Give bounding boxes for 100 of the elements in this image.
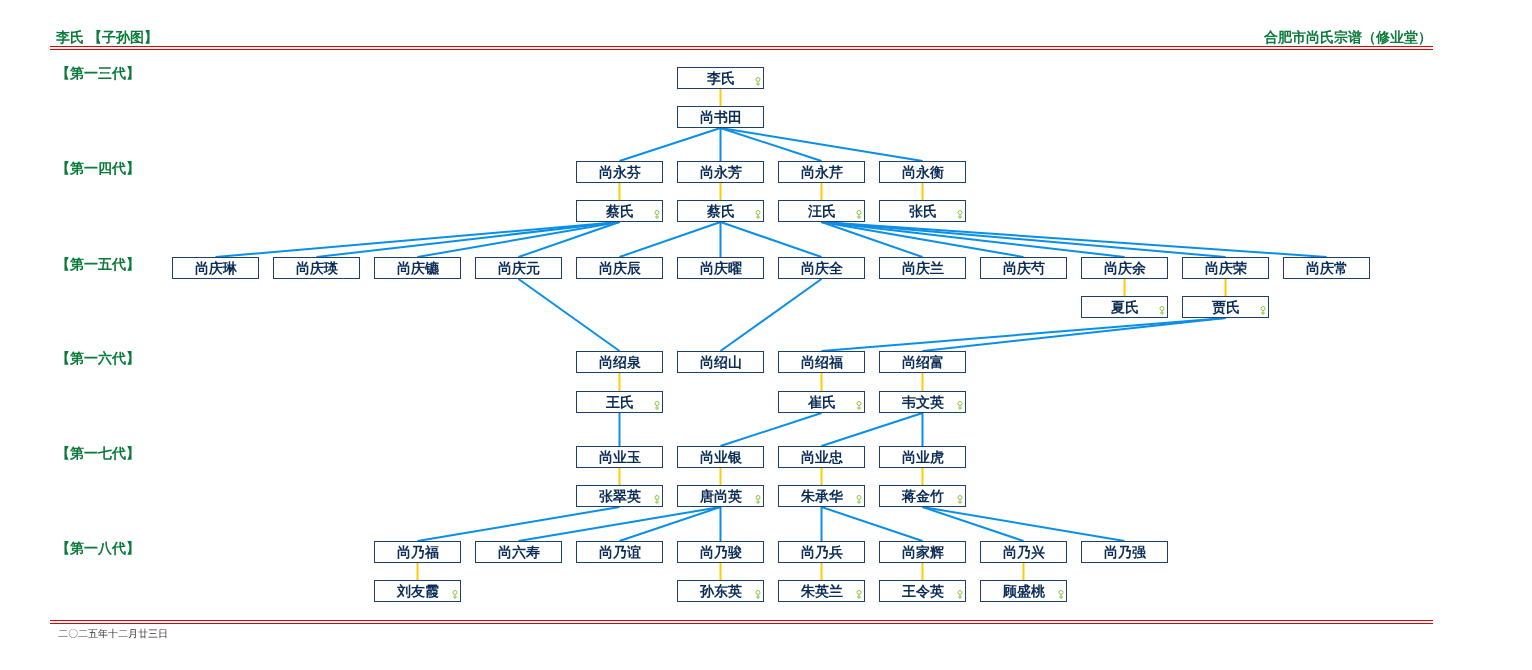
spouse-box [374, 580, 461, 602]
descent-line [618, 221, 722, 258]
spouse-box [778, 485, 865, 507]
person-box [1182, 257, 1269, 279]
person-box [677, 351, 764, 373]
person-name: 尚乃骏 [699, 544, 742, 560]
title: 李氏 【子孙图】 [56, 29, 158, 47]
person-name: 夏氏 [1110, 299, 1139, 315]
descent-line [517, 221, 621, 258]
person-box [576, 446, 663, 468]
person-box [1081, 257, 1168, 279]
generation-label: 【第一六代】 [56, 350, 140, 368]
person-name: 蔡氏 [605, 203, 634, 219]
person-box [475, 257, 562, 279]
person-box [576, 257, 663, 279]
spouse-line [820, 467, 823, 486]
descent-line [719, 506, 722, 542]
spouse-box [677, 580, 764, 602]
spouse-line [416, 562, 419, 581]
person-name: 尚庆曜 [699, 260, 742, 276]
descent-line [719, 278, 823, 352]
person-box [677, 446, 764, 468]
descent-line [416, 506, 621, 542]
person-name: 王氏 [605, 394, 634, 410]
generation-label: 【第一三代】 [56, 65, 140, 83]
spouse-line [820, 372, 823, 392]
person-name: 尚庆兰 [901, 260, 944, 276]
spouse-box [677, 200, 764, 222]
person-box [1081, 541, 1168, 563]
spouse-line [1224, 278, 1227, 297]
person-name: 尚庆瑛 [295, 260, 338, 276]
person-box [879, 541, 966, 563]
person-name: 尚乃兵 [800, 544, 843, 560]
spouse-box [879, 580, 966, 602]
person-name: 尚业忠 [800, 449, 843, 465]
spouse-box [1081, 296, 1168, 318]
person-box [1283, 257, 1370, 279]
person-name: 尚绍山 [699, 354, 742, 370]
spouse-line [719, 182, 722, 201]
header-text: 合肥市尚氏宗谱（修业堂） [1264, 29, 1432, 47]
descent-line [618, 412, 621, 447]
person-name: 尚庆荣 [1204, 260, 1247, 276]
person-box [677, 106, 764, 128]
descent-line [921, 506, 1025, 542]
person-name: 汪氏 [807, 203, 836, 219]
person-box [576, 161, 663, 183]
spouse-box [576, 200, 663, 222]
person-box [576, 351, 663, 373]
descent-line [921, 506, 1126, 542]
person-name: 尚庆全 [800, 260, 843, 276]
person-name: 尚乃强 [1103, 544, 1146, 560]
person-name: 崔氏 [807, 394, 836, 410]
person-box [778, 161, 865, 183]
person-box [879, 161, 966, 183]
spouse-line [1123, 278, 1126, 297]
descent-line [719, 127, 924, 162]
spouse-line [921, 467, 924, 486]
person-box [879, 446, 966, 468]
person-box [374, 541, 461, 563]
person-name: 孙东英 [699, 583, 742, 599]
spouse-line [921, 562, 924, 581]
spouse-line [618, 467, 621, 486]
spouse-line [618, 372, 621, 392]
spouse-line [921, 182, 924, 201]
person-name: 尚家辉 [901, 544, 944, 560]
descent-line [820, 506, 924, 542]
person-name: 韦文英 [901, 394, 944, 410]
person-name: 尚庆镳 [396, 260, 439, 276]
person-name: 王令英 [901, 583, 944, 599]
person-name: 尚业银 [699, 449, 742, 465]
person-box [677, 257, 764, 279]
generation-label: 【第一四代】 [56, 160, 140, 178]
person-box [172, 257, 259, 279]
person-name: 尚业玉 [598, 449, 641, 465]
person-name: 李氏 [706, 70, 735, 86]
spouse-box [778, 391, 865, 413]
spouse-box [879, 200, 966, 222]
person-name: 尚业虎 [901, 449, 944, 465]
person-name: 朱承华 [800, 488, 843, 504]
descent-line [820, 221, 924, 258]
person-name: 尚庆琳 [194, 260, 237, 276]
person-name: 尚永衡 [901, 164, 944, 180]
spouse-box [980, 580, 1067, 602]
person-name: 蒋金竹 [901, 488, 944, 504]
spouse-box [677, 485, 764, 507]
person-name: 尚书田 [699, 109, 742, 125]
descent-line [820, 221, 1328, 258]
generation-label: 【第一八代】 [56, 540, 140, 558]
person-box [677, 161, 764, 183]
person-box [778, 446, 865, 468]
person-box [778, 541, 865, 563]
person-name: 尚乃福 [396, 544, 439, 560]
person-name: 朱英兰 [800, 583, 843, 599]
person-box [374, 257, 461, 279]
descent-line [820, 506, 823, 542]
person-name: 尚绍福 [800, 354, 843, 370]
descent-line [618, 506, 722, 542]
descent-line [921, 412, 924, 447]
spouse-box [1182, 296, 1269, 318]
spouse-line [618, 182, 621, 201]
